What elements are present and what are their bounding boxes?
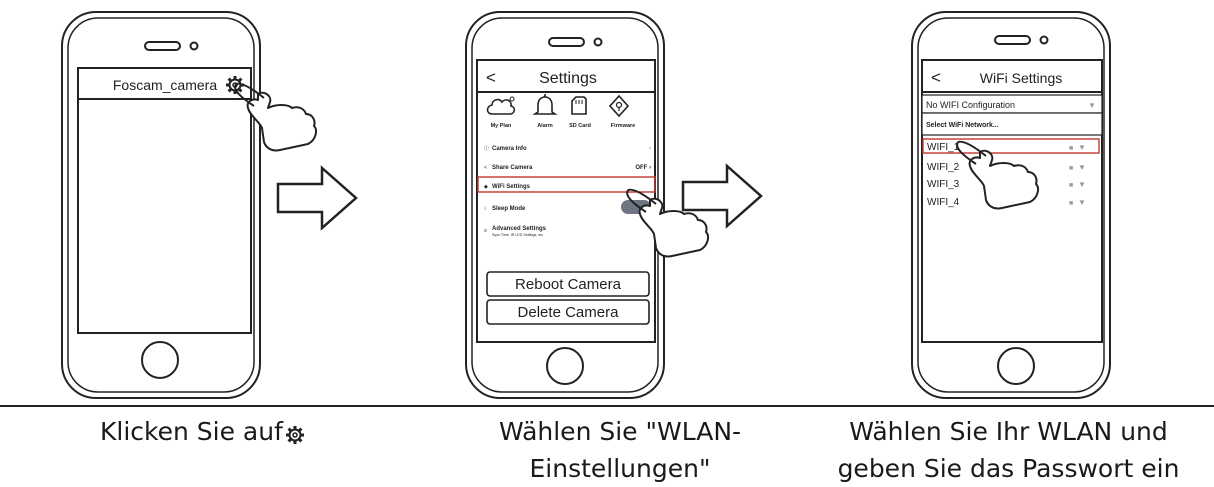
- firmware-label: Firmware: [611, 123, 635, 129]
- wifi-signal-icon: ▼: [1078, 143, 1086, 152]
- caption-step-2: Wählen Sie "WLAN- Einstellungen": [498, 417, 742, 483]
- svg-text:Advanced Settings: Advanced Settings: [492, 226, 547, 232]
- home-button[interactable]: [141, 341, 179, 379]
- highlight-box: [477, 176, 656, 193]
- share-icon: <: [484, 165, 487, 171]
- network-row-wifi-3[interactable]: WIFI_3 ■ ▼: [927, 179, 1086, 190]
- svg-text:Select WiFi Network...: Select WiFi Network...: [926, 122, 999, 129]
- moon-icon: ☾: [484, 206, 488, 212]
- speaker-slot: [994, 35, 1031, 45]
- home-button[interactable]: [546, 347, 584, 385]
- lock-icon: ■: [1069, 200, 1073, 207]
- back-button[interactable]: <: [486, 68, 496, 87]
- row-advanced-settings[interactable]: ≡ Advanced Settings Sync Time, IR LED Se…: [484, 226, 547, 237]
- svg-text:Sleep Mode: Sleep Mode: [492, 206, 526, 212]
- wifi-icon: ◆: [484, 184, 488, 190]
- front-camera: [593, 37, 603, 47]
- bell-icon[interactable]: [532, 94, 558, 115]
- firmware-icon[interactable]: [608, 94, 630, 118]
- row-wifi-settings[interactable]: ◆ WiFi Settings: [477, 176, 656, 193]
- advanced-subtitle: Sync Time, IR LED Settings, etc: [492, 233, 543, 237]
- svg-text:Camera Info: Camera Info: [492, 146, 527, 152]
- row-share-camera[interactable]: < Share Camera OFF ›: [484, 165, 651, 171]
- wifi-signal-icon: ▼: [1078, 163, 1086, 172]
- cloud-icon[interactable]: [486, 96, 516, 115]
- reboot-camera-button[interactable]: [486, 271, 650, 297]
- speaker-slot: [144, 41, 181, 51]
- sd-card-label: SD Card: [569, 123, 591, 129]
- front-camera: [189, 41, 199, 51]
- network-row-wifi-4[interactable]: WIFI_4 ■ ▼: [927, 197, 1086, 208]
- sliders-icon: ≡: [484, 228, 487, 234]
- front-camera: [1039, 35, 1049, 45]
- svg-text:WIFI_1: WIFI_1: [927, 142, 960, 153]
- svg-text:Share Camera: Share Camera: [492, 165, 533, 171]
- svg-text:WIFI_4: WIFI_4: [927, 197, 960, 208]
- caption-step-1: Klicken Sie auf: [100, 417, 283, 446]
- lock-icon: ■: [1069, 165, 1073, 172]
- svg-text:OFF ›: OFF ›: [635, 165, 651, 171]
- wifi-signal-icon: ▼: [1078, 198, 1086, 207]
- my-plan-label: My Plan: [491, 123, 512, 129]
- phone-1: Foscam_camera: [61, 11, 317, 399]
- wifi-signal-icon: ▼: [1088, 101, 1096, 110]
- wifi-settings-title: WiFi Settings: [980, 70, 1062, 86]
- svg-text:WIFI_2: WIFI_2: [927, 162, 960, 173]
- network-row-wifi-1[interactable]: WIFI_1 ■ ▼: [922, 138, 1100, 154]
- delete-camera-label: Delete Camera: [518, 304, 620, 321]
- highlight-box: [922, 138, 1100, 154]
- speaker-slot: [548, 37, 585, 47]
- arrow-right-icon: [276, 165, 358, 231]
- back-button[interactable]: <: [931, 68, 941, 87]
- info-icon: ⓘ: [484, 145, 489, 152]
- phone-2: < Settings My Plan Alarm SD Card Firmwar…: [465, 11, 709, 399]
- network-row-wifi-2[interactable]: WIFI_2 ■ ▼: [927, 162, 1086, 173]
- row-camera-info[interactable]: ⓘ Camera Info ›: [484, 145, 651, 152]
- wifi-signal-icon: ▼: [1078, 180, 1086, 189]
- delete-camera-button[interactable]: [486, 299, 650, 325]
- select-network-row: [921, 112, 1103, 136]
- sd-card-icon[interactable]: [571, 96, 587, 115]
- svg-text:No WIFI Configuration: No WIFI Configuration: [926, 100, 1015, 110]
- svg-text:WIFI_3: WIFI_3: [927, 179, 960, 190]
- phone-3: < WiFi Settings No WIFI Configuration ▼ …: [911, 11, 1111, 399]
- svg-text:›: ›: [649, 146, 651, 152]
- caption-step-3: Wählen Sie Ihr WLAN und geben Sie das Pa…: [837, 417, 1180, 483]
- divider: [0, 405, 1214, 407]
- camera-name-title: Foscam_camera: [113, 77, 217, 93]
- lock-icon: ■: [1069, 145, 1073, 152]
- home-button[interactable]: [997, 347, 1035, 385]
- svg-text:WiFi Settings: WiFi Settings: [492, 184, 531, 190]
- lock-icon: ■: [1069, 182, 1073, 189]
- phone-1-screen: [77, 67, 252, 334]
- settings-title: Settings: [539, 70, 597, 87]
- reboot-camera-label: Reboot Camera: [515, 276, 622, 293]
- arrow-right-icon: [681, 163, 763, 229]
- alarm-label: Alarm: [537, 123, 553, 129]
